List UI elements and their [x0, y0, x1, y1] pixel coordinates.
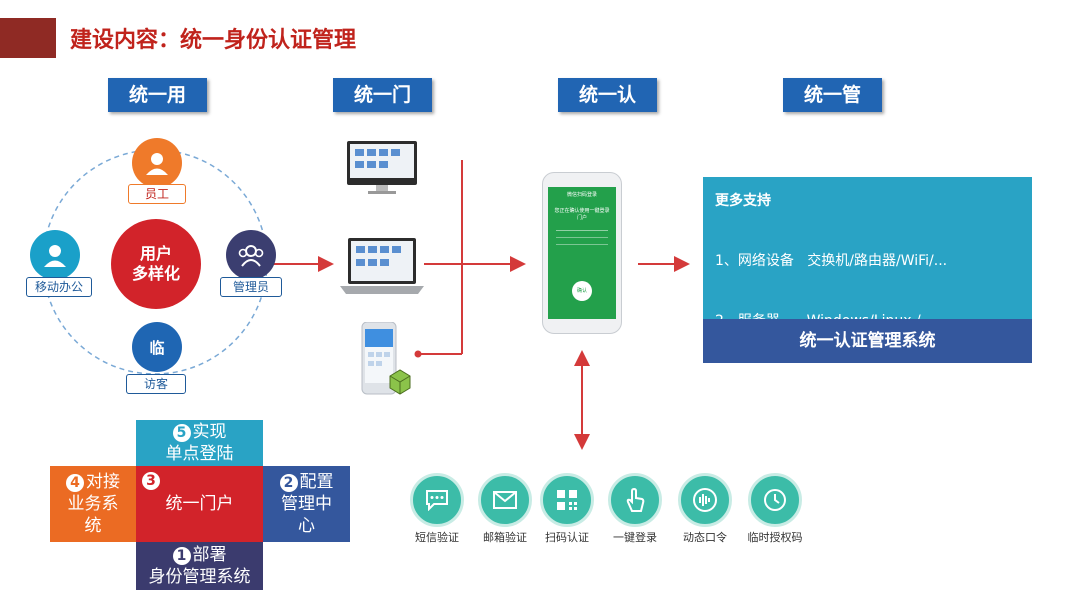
auth-method-qr: 扫码认证 — [527, 473, 607, 545]
support-line-network: 1、网络设备 交换机/路由器/WiFi/... — [715, 253, 948, 269]
auth-phone-prompt: 您正在确认使用一键登录门户 — [554, 208, 610, 221]
column-header-manage: 统一管理 — [783, 78, 882, 140]
step-3-number: 3 — [142, 472, 160, 490]
step-1-number: 1 — [172, 547, 191, 565]
step-2-line1: 配置 — [299, 472, 334, 492]
auth-method-email: 邮箱验证 — [465, 473, 545, 545]
auth-method-qr-label: 扫码认证 — [545, 531, 589, 544]
step-2-number: 2 — [279, 474, 298, 492]
step-4-line3: 统 — [84, 516, 102, 536]
auth-phone-header: 微信扫码登录 — [566, 192, 597, 198]
auth-method-dynamic-token-label: 动态口令 — [683, 531, 727, 544]
step-5-number: 5 — [172, 424, 191, 442]
step-1-line2: 身份管理系统 — [148, 567, 251, 587]
support-line-business: 4、业务系统 各业务系统/... — [715, 433, 896, 449]
title-accent-bar — [0, 18, 56, 58]
clock-icon — [748, 473, 802, 527]
desktop-monitor-icon — [346, 140, 418, 200]
column-header-portal: 统一门户 — [333, 78, 432, 140]
employee-label: 员工 — [128, 184, 186, 204]
column-header-auth: 统一认证 — [558, 78, 657, 140]
chat-bubble-icon — [410, 473, 464, 527]
page-title: 建设内容：统一身份认证管理 — [70, 28, 357, 53]
column-header-users: 统一用户 — [108, 78, 207, 140]
auth-method-sms: 短信验证 — [397, 473, 477, 545]
step-5-line1: 实现 — [192, 422, 227, 442]
auth-phone-screen: 微信扫码登录 您正在确认使用一键登录门户 确认 — [548, 187, 616, 319]
audio-bars-icon — [678, 473, 732, 527]
visitor-glyph: 临 — [149, 338, 165, 357]
step-3-label: 统一门户 — [165, 494, 234, 514]
step-1-line1: 部署 — [192, 545, 227, 565]
step-2-line2: 管理中 — [281, 494, 332, 514]
support-line-security: 3、安全设备 VPN/堡垒机/防火墙/IPDS... — [715, 373, 980, 389]
qr-code-icon — [540, 473, 594, 527]
envelope-icon — [478, 473, 532, 527]
mobile-office-label: 移动办公 — [26, 277, 92, 297]
visitor-icon: 临 — [132, 322, 182, 372]
mobile-phone-icon — [360, 321, 412, 402]
step-5-line2: 单点登陆 — [165, 444, 234, 464]
auth-method-one-click-label: 一键登录 — [613, 531, 657, 544]
step-4-number: 4 — [66, 474, 84, 492]
users-center-line1: 用户 — [139, 244, 172, 263]
auth-method-temp-code: 临时授权码 — [735, 473, 815, 545]
auth-method-sms-label: 短信验证 — [415, 531, 459, 544]
support-panel: 更多支持 1、网络设备 交换机/路由器/WiFi/... 2、服务器 Windo… — [703, 177, 1032, 449]
support-heading: 更多支持 — [715, 193, 771, 209]
auth-confirm-button[interactable]: 确认 — [572, 281, 592, 301]
auth-management-system-label: 统一认证管理系统 — [703, 319, 1032, 363]
users-center-line2: 多样化 — [131, 264, 180, 283]
auth-phone: 微信扫码登录 您正在确认使用一键登录门户 确认 — [542, 172, 622, 334]
mobile-user-icon — [30, 230, 80, 280]
tap-finger-icon — [608, 473, 662, 527]
step-4-line1: 对接 — [86, 472, 120, 492]
auth-method-email-label: 邮箱验证 — [483, 531, 527, 544]
admin-group-icon — [226, 230, 276, 280]
person-icon — [132, 138, 182, 188]
admin-label: 管理员 — [220, 277, 282, 297]
step-2-line3: 心 — [298, 516, 315, 536]
step-4-line2: 业务系 — [67, 494, 119, 514]
auth-method-dynamic-token: 动态口令 — [665, 473, 745, 545]
visitor-label: 访客 — [126, 374, 186, 394]
step-3-box: 3 统一门户 — [136, 466, 263, 542]
laptop-icon — [340, 236, 424, 300]
auth-method-one-click: 一键登录 — [595, 473, 675, 545]
users-center-node: 用户 多样化 — [111, 219, 201, 309]
auth-method-temp-code-label: 临时授权码 — [747, 531, 803, 544]
